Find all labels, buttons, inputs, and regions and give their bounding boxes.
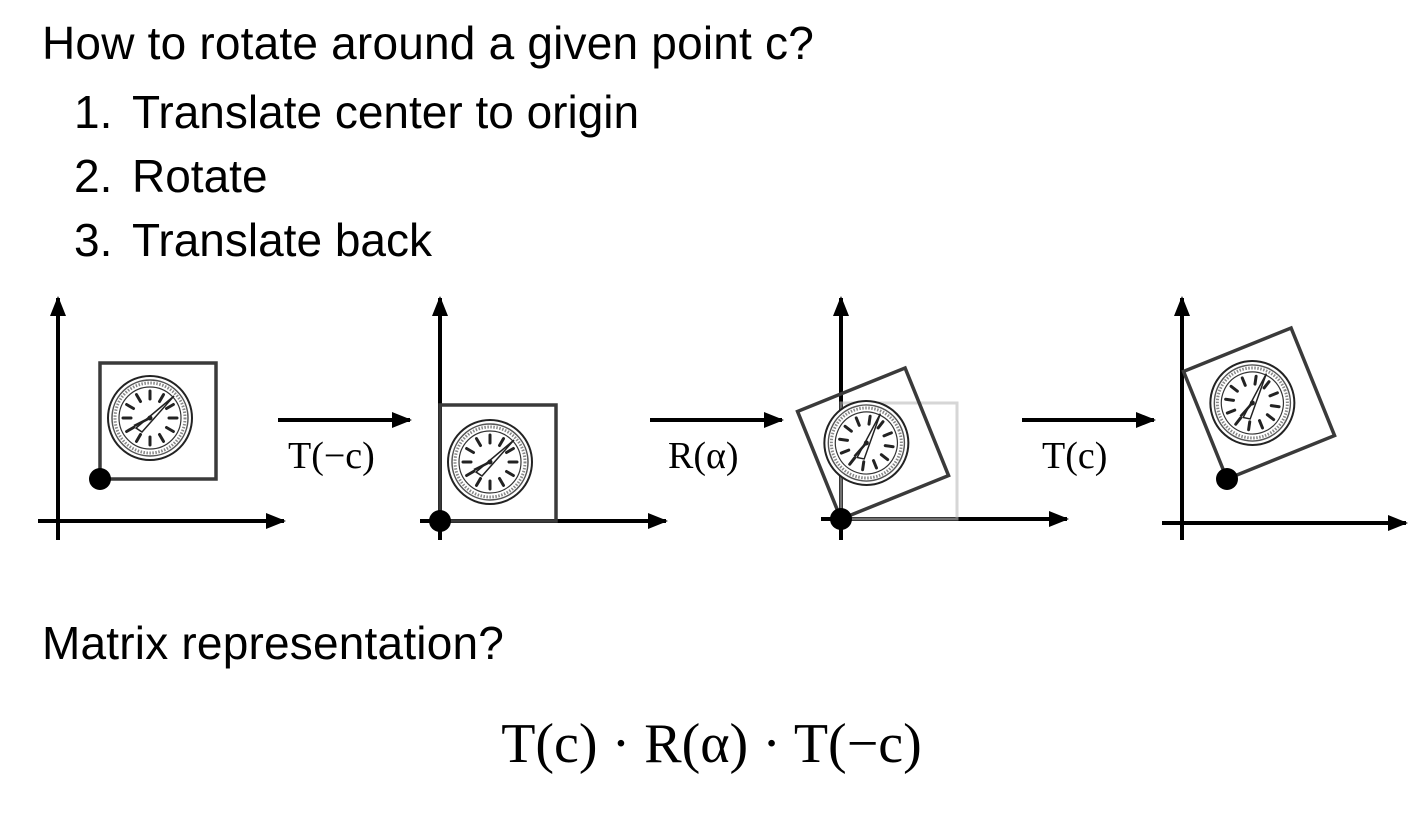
object-box: [1181, 325, 1337, 482]
step-text: Rotate: [132, 150, 268, 202]
step-number: 3.: [74, 214, 113, 266]
translate-pos-label: T(c): [1042, 435, 1108, 477]
step-3: 3. Translate back: [74, 208, 639, 272]
pivot-point-dot: [830, 508, 852, 530]
panel-original: [38, 296, 286, 540]
step-number: 1.: [74, 86, 113, 138]
clock-icon: [1196, 346, 1309, 460]
step-text: Translate back: [132, 214, 432, 266]
step-2: 2. Rotate: [74, 144, 639, 208]
object-box: [795, 365, 951, 522]
panel-rotated: [795, 296, 1069, 540]
pivot-point-dot: [1216, 468, 1238, 490]
object-box: [438, 403, 558, 523]
rotate-label: R(α): [668, 435, 739, 477]
step-1: 1. Translate center to origin: [74, 80, 639, 144]
pivot-point-dot: [89, 468, 111, 490]
clock-icon: [446, 418, 534, 506]
matrix-question: Matrix representation?: [42, 617, 505, 669]
clock-icon: [810, 386, 923, 500]
step-text: Translate center to origin: [132, 86, 640, 138]
pivot-point-dot: [429, 510, 451, 532]
translate-neg-label: T(−c): [288, 435, 375, 477]
step-list: 1. Translate center to origin 2. Rotate 3.…: [74, 80, 639, 272]
panel-translated: [420, 296, 668, 540]
object-box: [98, 361, 218, 481]
clock-icon: [106, 374, 194, 462]
page-title: How to rotate around a given point c?: [42, 17, 814, 69]
step-number: 2.: [74, 150, 113, 202]
panel-translated-back: [1162, 296, 1408, 540]
matrix-formula: T(c) · R(α) · T(−c): [501, 713, 922, 775]
